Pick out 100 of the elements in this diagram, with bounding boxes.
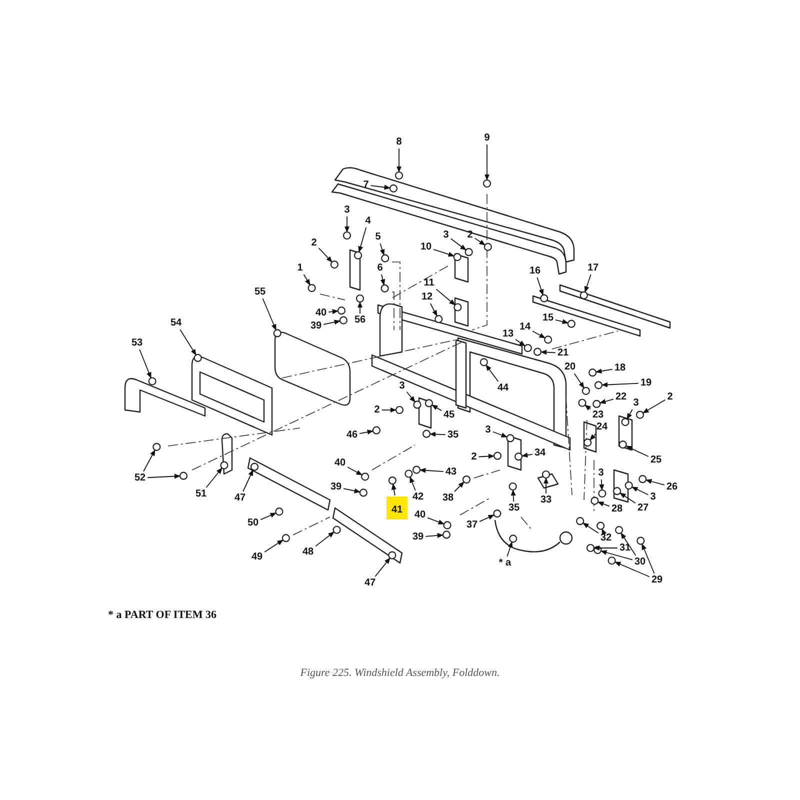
callout-number: 19: [639, 378, 653, 388]
callout-number: 54: [169, 318, 183, 328]
part-marker: [381, 254, 390, 262]
callout-number: 5: [374, 232, 382, 242]
callout-number: 3: [442, 230, 450, 240]
part-marker: [389, 184, 398, 192]
part-marker: [480, 358, 488, 366]
part-marker: [372, 426, 380, 434]
part-marker: [332, 526, 341, 534]
callout-number: 3: [398, 380, 406, 392]
leader-line: [328, 309, 339, 314]
callout-number: 1: [296, 262, 304, 274]
leader-line: [381, 407, 397, 413]
part-marker: [618, 440, 627, 449]
leader-line: [642, 399, 666, 414]
leader-line: [599, 479, 604, 491]
callout-number: 48: [301, 546, 315, 558]
leader-line: [380, 243, 385, 256]
leader-line: [593, 545, 618, 551]
part-marker: [356, 294, 364, 303]
leader-line: [436, 288, 456, 306]
leader-line: [515, 338, 526, 346]
leader-line: [584, 404, 592, 410]
callout-number: 20: [563, 362, 577, 372]
leader-line: [429, 432, 446, 437]
leader-line: [601, 382, 639, 388]
leader-line: [510, 489, 516, 502]
leader-line: [532, 330, 546, 338]
leader-line: [430, 303, 438, 317]
leader-line: [600, 550, 633, 560]
callout-number: 40: [413, 510, 427, 520]
callout-number: 47: [363, 578, 377, 588]
callout-number: 37: [465, 520, 479, 530]
leader-line: [478, 454, 495, 459]
leader-line: [391, 483, 396, 496]
callout-number: 11: [422, 278, 436, 288]
part-marker: [621, 418, 630, 426]
callout-number: 43: [444, 466, 458, 478]
part-marker: [434, 315, 443, 324]
leader-line: [614, 562, 650, 578]
part-marker: [413, 400, 422, 409]
leader-line: [625, 446, 649, 457]
part-marker: [567, 320, 576, 328]
part-marker: [337, 306, 346, 315]
callout-number: 56: [353, 314, 367, 326]
callout-number: 3: [649, 492, 657, 502]
leader-line: [486, 364, 499, 382]
part-marker: [454, 303, 462, 312]
part-marker: [422, 430, 431, 438]
leader-line: [262, 298, 276, 331]
part-marker: [395, 406, 404, 414]
part-marker: [342, 231, 352, 240]
callout-number: 2: [466, 230, 474, 240]
leader-line: [242, 469, 254, 492]
leader-line: [521, 452, 533, 458]
leader-line: [180, 329, 196, 356]
part-marker: [361, 472, 370, 481]
callout-number: 39: [329, 482, 343, 492]
callout-number: * a: [498, 558, 512, 568]
leader-line: [619, 492, 636, 504]
leader-line: [620, 532, 636, 556]
callout-number: 40: [333, 458, 347, 468]
leader-line: [406, 391, 416, 402]
callout-number: 21: [556, 348, 570, 358]
callout-number: 2: [310, 238, 318, 248]
part-marker: [330, 260, 338, 269]
part-marker: [443, 521, 452, 530]
callout-number: 55: [253, 286, 267, 298]
part-marker: [179, 472, 188, 480]
part-marker: [442, 530, 451, 539]
part-marker: [624, 481, 633, 490]
callout-number: 28: [610, 504, 624, 514]
leader-line: [315, 532, 334, 547]
leader-line: [645, 479, 665, 486]
figure-caption: Figure 225. Windshield Assembly, Folddown.: [299, 667, 501, 679]
leader-line: [626, 409, 633, 420]
leader-line: [427, 517, 445, 524]
leader-line: [543, 477, 549, 494]
callout-number: 42: [411, 492, 425, 502]
part-marker: [404, 470, 413, 478]
part-marker: [596, 522, 605, 530]
callout-number: 3: [484, 424, 492, 436]
callout-number: 50: [246, 518, 260, 528]
callout-number: 17: [586, 262, 600, 274]
leader-line: [344, 216, 350, 233]
callout-number: 29: [650, 574, 664, 586]
part-marker: [484, 242, 492, 251]
leader-line: [380, 274, 386, 286]
part-marker: [282, 534, 290, 542]
part-marker: [388, 476, 396, 485]
callout-number: 13: [501, 328, 515, 340]
callout-number: 33: [539, 494, 553, 506]
callout-number: 27: [636, 502, 650, 514]
callout-number: 39: [309, 320, 323, 332]
part-marker: [275, 508, 284, 516]
part-marker: [220, 461, 228, 470]
part-marker: [462, 475, 471, 484]
part-marker: [533, 348, 542, 356]
leader-line: [454, 482, 464, 492]
callout-number: 2: [666, 392, 674, 402]
